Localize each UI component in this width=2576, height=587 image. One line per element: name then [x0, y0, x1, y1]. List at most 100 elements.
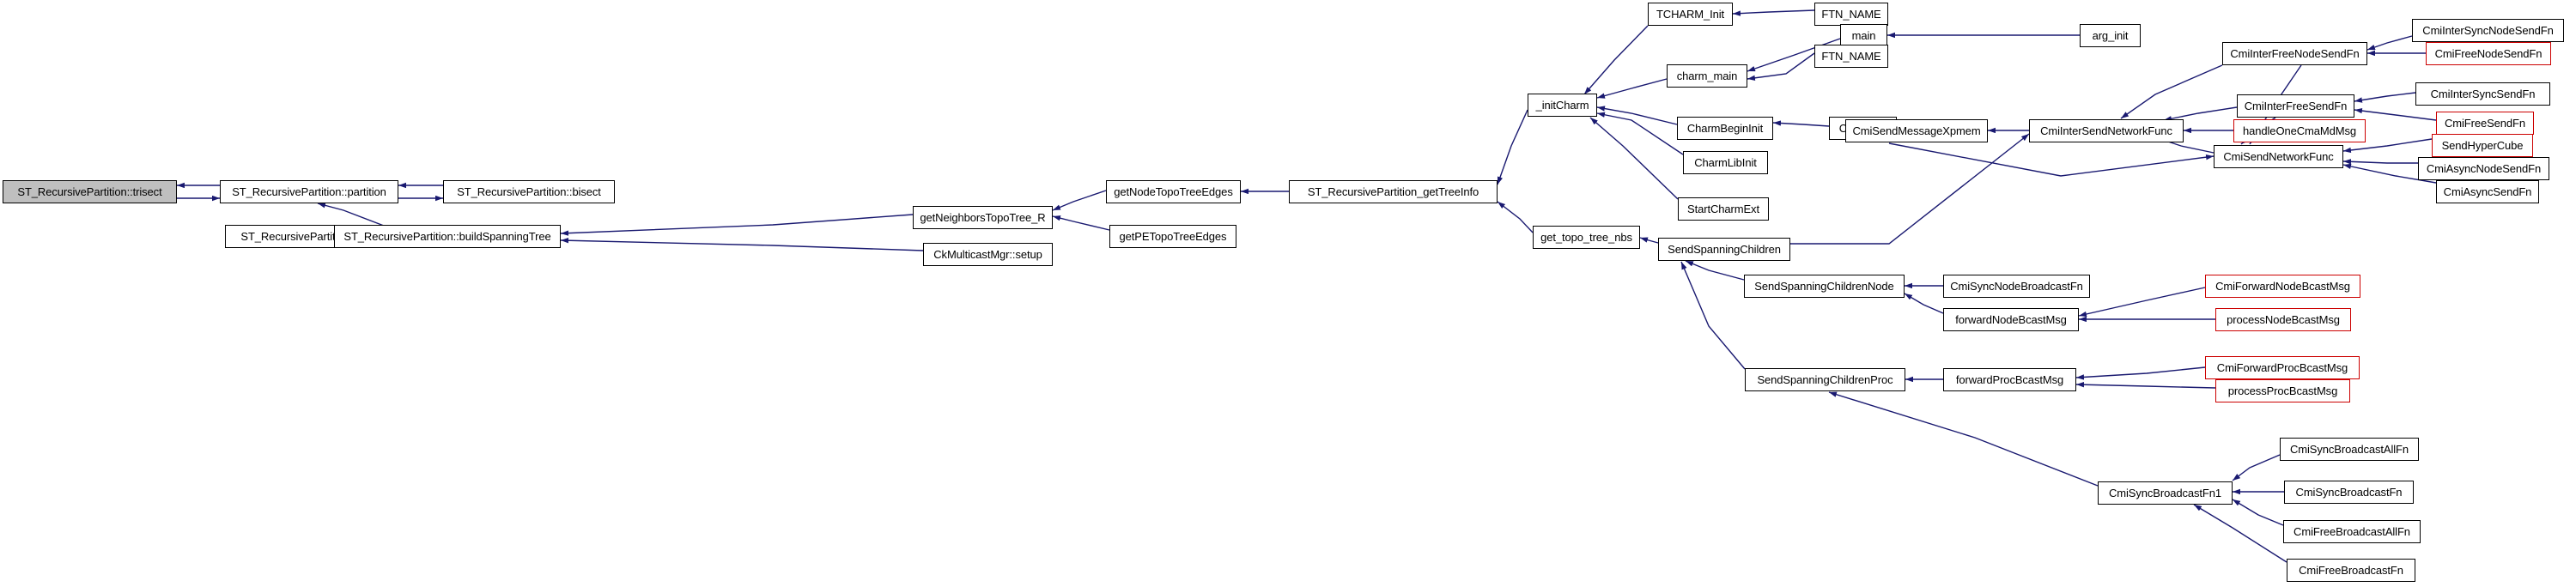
graph-node-forwardNodeBcastMsg[interactable]: forwardNodeBcastMsg	[1943, 308, 2079, 331]
graph-node-label: CharmLibInit	[1694, 156, 1757, 169]
graph-node-processProcBcastMsg[interactable]: processProcBcastMsg	[2215, 379, 2350, 402]
graph-edge-SendSpanningChildren-to-CmiInterSendNetworkFunc	[1790, 133, 2030, 245]
graph-node-TCHARM_Init[interactable]: TCHARM_Init	[1648, 3, 1733, 26]
graph-node-label: SendSpanningChildrenProc	[1757, 373, 1893, 386]
graph-node-processNodeBcastMsg[interactable]: processNodeBcastMsg	[2215, 308, 2351, 331]
graph-node-label: FTN_NAME	[1821, 8, 1881, 21]
graph-node-bisect[interactable]: ST_RecursivePartition::bisect	[443, 180, 615, 203]
graph-node-label: processProcBcastMsg	[2227, 384, 2338, 397]
graph-node-arg_init[interactable]: arg_init	[2080, 24, 2141, 47]
graph-edge-FTN_NAME_1-to-TCHARM_Init	[1732, 9, 1815, 16]
graph-node-label: processNodeBcastMsg	[2227, 313, 2340, 326]
graph-edge-charm_main-to-initCharm	[1596, 78, 1668, 99]
graph-node-label: forwardNodeBcastMsg	[1955, 313, 2067, 326]
graph-node-CmiAsyncNodeSendFn[interactable]: CmiAsyncNodeSendFn	[2418, 157, 2549, 180]
graph-node-CmiSyncBroadcastAllFn[interactable]: CmiSyncBroadcastAllFn	[2280, 438, 2419, 461]
graph-edge-get_topo_tree_nbs-to-getTreeInfo	[1497, 201, 1534, 233]
graph-node-label: get_topo_tree_nbs	[1540, 231, 1632, 244]
graph-node-CmiForwardNodeBcastMsg[interactable]: CmiForwardNodeBcastMsg	[2205, 275, 2360, 298]
graph-node-main[interactable]: main	[1840, 24, 1887, 47]
graph-node-CmiFreeNodeSendFn[interactable]: CmiFreeNodeSendFn	[2426, 42, 2551, 65]
graph-node-label: getNeighborsTopoTree_R	[920, 211, 1046, 224]
graph-node-label: CmiSyncBroadcastAllFn	[2289, 443, 2409, 456]
graph-node-label: CmiInterSyncSendFn	[2430, 88, 2536, 100]
graph-edge-CmiForwardNodeBcastMsg-to-forwardNodeBcastMsg	[2078, 287, 2206, 318]
graph-node-CkMulticastMgrsetup[interactable]: CkMulticastMgr::setup	[923, 243, 1053, 266]
graph-node-partition[interactable]: ST_RecursivePartition::partition	[220, 180, 398, 203]
graph-edge-CkMulticastMgrsetup-to-buildSpanningTree	[560, 238, 924, 251]
graph-node-label: FTN_NAME	[1821, 50, 1881, 63]
graph-node-CmiSyncBroadcastFn[interactable]: CmiSyncBroadcastFn	[2284, 481, 2414, 504]
graph-node-label: CmiFreeBroadcastFn	[2299, 564, 2403, 577]
graph-edge-SendSpanningChildren-to-get_topo_tree_nbs	[1639, 237, 1659, 244]
graph-node-FTN_NAME_1[interactable]: FTN_NAME	[1814, 3, 1888, 26]
graph-node-label: ST_RecursivePartition::bisect	[457, 185, 601, 198]
graph-node-getTreeInfo[interactable]: ST_RecursivePartition_getTreeInfo	[1289, 180, 1498, 203]
graph-node-handleOneCmaMdMsg[interactable]: handleOneCmaMdMsg	[2233, 119, 2366, 142]
graph-node-StartCharmExt[interactable]: StartCharmExt	[1678, 197, 1769, 221]
graph-edge-CmiAsyncNodeSendFn-to-CmiSendNetworkFunc	[2342, 159, 2418, 165]
graph-node-forwardProcBcastMsg[interactable]: forwardProcBcastMsg	[1943, 368, 2076, 391]
graph-node-label: CharmBeginInit	[1686, 122, 1764, 135]
graph-node-trisect[interactable]: ST_RecursivePartition::trisect	[3, 180, 177, 203]
graph-node-SendSpanningChildrenProc[interactable]: SendSpanningChildrenProc	[1745, 368, 1905, 391]
graph-edge-CmiFreeBroadcastFn-to-CmiSyncBroadcastFn1	[2193, 504, 2287, 563]
graph-node-label: handleOneCmaMdMsg	[2243, 124, 2356, 137]
graph-node-label: CmiInterSendNetworkFunc	[2040, 124, 2172, 137]
graph-node-label: CmiSendMessageXpmem	[1852, 124, 1981, 137]
graph-node-label: CmiSyncBroadcastFn1	[2108, 487, 2222, 499]
graph-edge-CharmLibInit-to-initCharm	[1596, 112, 1684, 155]
graph-node-CmiSyncNodeBroadcastFn[interactable]: CmiSyncNodeBroadcastFn	[1943, 275, 2090, 298]
graph-node-label: _initCharm	[1535, 99, 1589, 112]
graph-node-label: SendSpanningChildren	[1668, 243, 1781, 256]
graph-node-FTN_NAME_2[interactable]: FTN_NAME	[1814, 45, 1888, 68]
graph-node-CmiInterSyncNodeSendFn[interactable]: CmiInterSyncNodeSendFn	[2412, 19, 2564, 42]
graph-node-label: CmiSyncBroadcastFn	[2295, 486, 2403, 499]
graph-node-buildSpanningTree[interactable]: ST_RecursivePartition::buildSpanningTree	[334, 225, 561, 248]
graph-node-CmiSendNetworkFunc[interactable]: CmiSendNetworkFunc	[2214, 145, 2343, 168]
graph-node-SendSpanningChildrenNode[interactable]: SendSpanningChildrenNode	[1744, 275, 1905, 298]
graph-edge-CharmBeginInit-to-initCharm	[1596, 106, 1678, 125]
graph-edge-CmiInterFreeSendFn-to-CmiInterSendNetworkFunc	[2163, 106, 2238, 122]
graph-node-CmiFreeBroadcastAllFn[interactable]: CmiFreeBroadcastAllFn	[2283, 520, 2421, 543]
graph-node-CmiSendMessageXpmem[interactable]: CmiSendMessageXpmem	[1845, 119, 1988, 142]
graph-node-CmiAsyncSendFn[interactable]: CmiAsyncSendFn	[2436, 180, 2539, 203]
graph-node-charm_main[interactable]: charm_main	[1667, 64, 1747, 88]
graph-edge-StartCharmExt-to-initCharm	[1589, 117, 1679, 200]
graph-node-CharmBeginInit[interactable]: CharmBeginInit	[1677, 117, 1773, 140]
graph-node-CmiForwardProcBcastMsg[interactable]: CmiForwardProcBcastMsg	[2205, 356, 2360, 379]
graph-edge-processProcBcastMsg-to-forwardProcBcastMsg	[2075, 382, 2216, 389]
graph-edge-CmiSyncBroadcastAllFn-to-CmiSyncBroadcastFn1	[2232, 454, 2281, 481]
graph-edge-CmiInterFreeNodeSendFn-to-CmiInterSendNetworkFunc	[2120, 64, 2223, 119]
graph-node-getPETopoTreeEdges[interactable]: getPETopoTreeEdges	[1109, 225, 1236, 248]
graph-node-label: CmiSendNetworkFunc	[2223, 150, 2334, 163]
graph-node-getNeighborsTopoTree_R[interactable]: getNeighborsTopoTree_R	[913, 206, 1053, 229]
graph-node-label: CmiInterSyncNodeSendFn	[2422, 24, 2554, 37]
graph-node-SendSpanningChildren[interactable]: SendSpanningChildren	[1658, 238, 1790, 261]
graph-node-CmiSyncBroadcastFn1[interactable]: CmiSyncBroadcastFn1	[2098, 481, 2233, 505]
graph-edge-getPETopoTreeEdges-to-getNeighborsTopoTree_R	[1052, 215, 1110, 231]
graph-node-label: StartCharmExt	[1687, 203, 1759, 215]
graph-node-CmiFreeSendFn[interactable]: CmiFreeSendFn	[2436, 112, 2534, 135]
graph-node-label: ST_RecursivePartition::trisect	[17, 185, 162, 198]
graph-edge-CmiSendMessageXpmem-to-CmiSendNetworkFunc	[1888, 142, 2215, 177]
graph-node-label: TCHARM_Init	[1656, 8, 1725, 21]
graph-node-get_topo_tree_nbs[interactable]: get_topo_tree_nbs	[1533, 226, 1640, 249]
graph-edge-SendSpanningChildrenProc-to-SendSpanningChildren	[1680, 261, 1746, 370]
graph-node-SendHyperCube[interactable]: SendHyperCube	[2432, 134, 2533, 157]
graph-node-initCharm[interactable]: _initCharm	[1528, 94, 1597, 117]
graph-node-label: CmiSyncNodeBroadcastFn	[1950, 280, 2083, 293]
graph-node-CmiFreeBroadcastFn[interactable]: CmiFreeBroadcastFn	[2287, 559, 2415, 582]
graph-edge-SendSpanningChildrenNode-to-SendSpanningChildren	[1685, 260, 1745, 281]
graph-node-label: CmiAsyncSendFn	[2443, 185, 2532, 198]
graph-edge-CharmInit-to-CharmBeginInit	[1772, 120, 1830, 127]
graph-node-CmiInterFreeNodeSendFn[interactable]: CmiInterFreeNodeSendFn	[2222, 42, 2367, 65]
graph-node-CmiInterSyncSendFn[interactable]: CmiInterSyncSendFn	[2415, 82, 2550, 106]
graph-node-CharmLibInit[interactable]: CharmLibInit	[1683, 151, 1768, 174]
graph-node-CmiInterSendNetworkFunc[interactable]: CmiInterSendNetworkFunc	[2029, 119, 2184, 142]
graph-edge-forwardNodeBcastMsg-to-SendSpanningChildrenNode	[1904, 293, 1944, 314]
graph-node-CmiInterFreeSendFn[interactable]: CmiInterFreeSendFn	[2237, 94, 2354, 118]
graph-node-getNodeTopoTreeEdges[interactable]: getNodeTopoTreeEdges	[1106, 180, 1241, 203]
graph-edge-CmiInterSyncNodeSendFn-to-CmiInterFreeNodeSendFn	[2366, 35, 2413, 51]
